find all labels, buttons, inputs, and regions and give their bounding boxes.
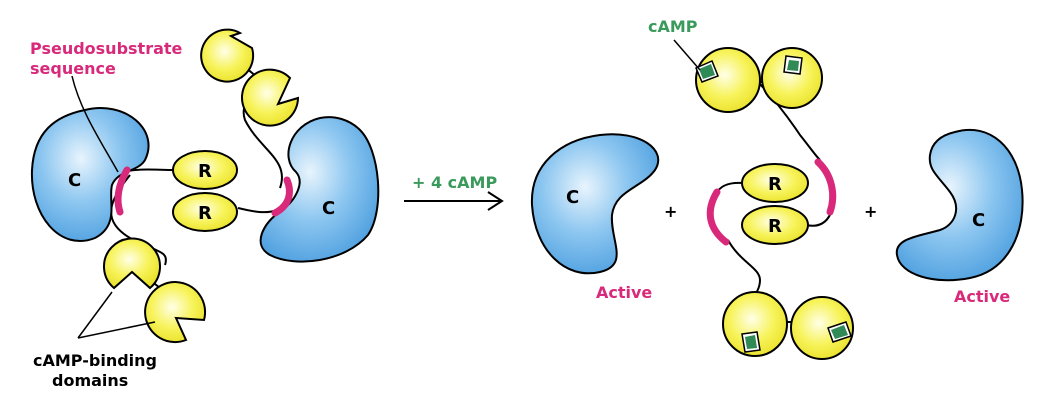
regulatory-subunit-free-top: [741, 163, 809, 203]
plus-sign-2: +: [864, 202, 877, 221]
camp-molecule-2: [783, 55, 803, 75]
camp-binding-domain-top-1: [200, 28, 255, 83]
linker-lower: [727, 239, 762, 297]
pseudosubstrate-pointer: [71, 75, 119, 173]
camp-pointer: [673, 39, 701, 71]
active-catalytic-1: C Active: [530, 133, 660, 302]
pseudosubstrate-left-free: [706, 188, 730, 246]
regulatory-subunit-bottom: [172, 192, 238, 232]
camp-domain-bound-bottom-2: [790, 296, 854, 360]
inactive-holoenzyme: C C R R Pseudosubstrate sequence cAMP-bi…: [30, 28, 380, 390]
pseudosubstrate-left: [114, 166, 131, 216]
regulatory-subunit-top: [172, 150, 238, 190]
pseudosubstrate-label-line1: Pseudosubstrate: [30, 39, 183, 58]
camp-domain-bound-bottom-1: [722, 291, 788, 357]
arrow-head: [487, 191, 504, 211]
regulatory-label-free-bottom: R: [768, 216, 782, 237]
camp-domain-bound-top-2: [761, 47, 823, 109]
active-catalytic-2: C Active: [895, 128, 1024, 306]
camp-binding-label-line2: domains: [52, 371, 128, 390]
regulatory-label-free-top: R: [768, 174, 782, 195]
camp-binding-label-line1: cAMP-binding: [33, 351, 157, 370]
camp-binding-domain-bottom-1: [103, 237, 161, 290]
camp-molecule-4: [827, 321, 852, 343]
reaction-arrow: + 4 cAMP: [404, 173, 504, 211]
pseudosubstrate-label-line2: sequence: [30, 59, 116, 78]
catalytic-label-active-2: C: [972, 210, 985, 231]
camp-molecule-1: [695, 60, 719, 83]
camp-binding-pointer-1: [77, 291, 113, 339]
catalytic-label-right: C: [322, 198, 335, 219]
regulatory-label-top: R: [198, 161, 212, 182]
regulatory-dimer-with-camp: R R cAMP: [648, 17, 854, 360]
catalytic-label-active-1: C: [566, 187, 579, 208]
active-label-2: Active: [954, 287, 1010, 306]
active-label-1: Active: [596, 283, 652, 302]
catalytic-subunit-active-1: [530, 133, 660, 275]
camp-binding-domain-bottom-2: [144, 281, 207, 343]
camp-binding-domain-top-2: [241, 68, 300, 127]
catalytic-subunit-active-2: [895, 128, 1024, 282]
regulatory-label-bottom: R: [198, 203, 212, 224]
plus-sign-1: +: [664, 202, 677, 221]
catalytic-subunit-left: [30, 107, 150, 242]
camp-label: cAMP: [648, 17, 698, 36]
camp-binding-pointer-2: [77, 321, 156, 339]
regulatory-subunit-free-bottom: [741, 205, 809, 245]
camp-molecule-3: [741, 331, 761, 353]
pseudosubstrate-right: [271, 176, 293, 217]
catalytic-label-left: C: [68, 170, 81, 191]
arrow-label: + 4 cAMP: [412, 173, 497, 192]
pseudosubstrate-right-free: [814, 158, 837, 216]
catalytic-subunit-right: [259, 116, 380, 263]
